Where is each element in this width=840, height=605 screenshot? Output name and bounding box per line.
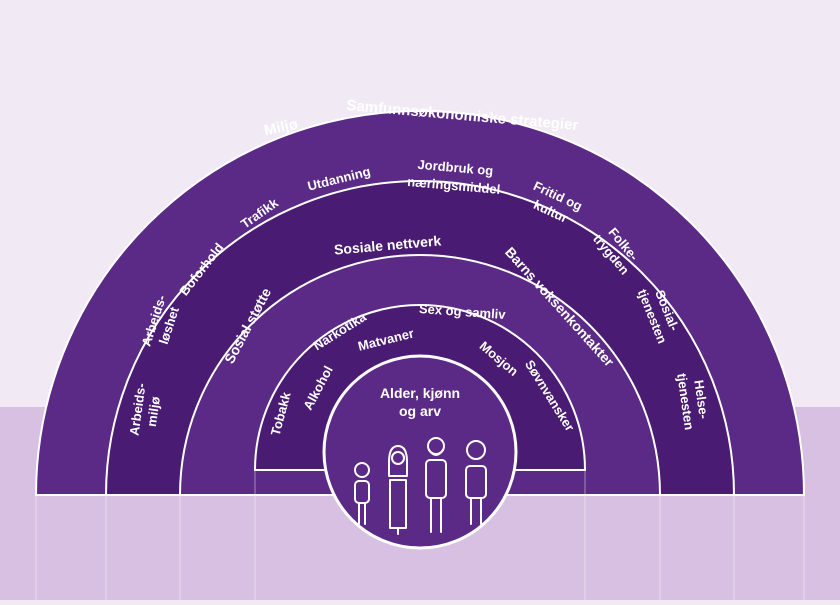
adult-icon: [465, 440, 487, 525]
label-miljo: Miljø: [263, 116, 301, 140]
label-sex-og-samliv: Sex og samliv: [419, 301, 507, 322]
child-icon: [354, 462, 370, 525]
ground-lines: [35, 470, 805, 600]
core-circle: [322, 354, 518, 550]
man-icon: [425, 437, 447, 533]
woman-icon: [388, 445, 408, 535]
label-arbeidsmiljo: Arbeids-miljø: [126, 382, 164, 439]
